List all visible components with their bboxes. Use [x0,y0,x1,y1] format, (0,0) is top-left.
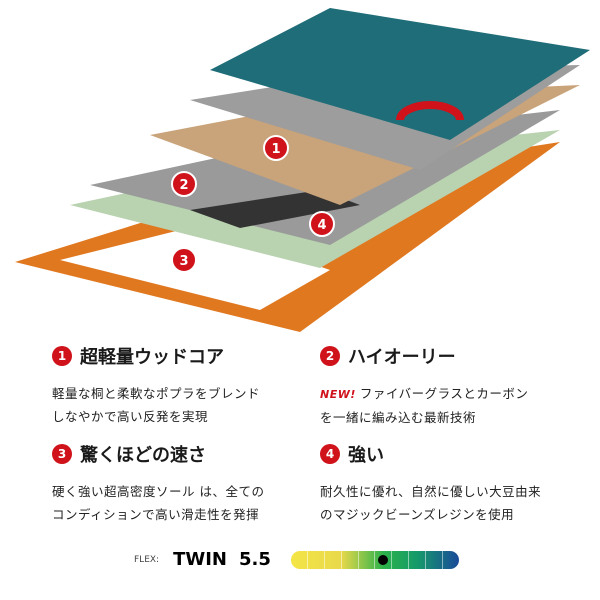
feature-desc-line: 耐久性に優れ、自然に優しい大豆由来 [320,484,542,499]
feature-desc-line: 硬く強い超高密度ソール は、全ての [52,484,265,499]
topsheet-red-logo [396,101,464,121]
marker-2: 2 [171,171,197,197]
feature-number-badge: 2 [320,346,340,366]
marker-1: 1 [263,135,289,161]
svg-text:4: 4 [317,218,326,233]
feature-title: 強い [348,445,384,466]
snowboard-layer-diagram: 1 2 3 4 [15,8,590,332]
feature-desc-line: ファイバーグラスとカーボン [359,386,529,401]
feature-strong: 4 強い 耐久性に優れ、自然に優しい大豆由来のマジックビーンズレジンを使用 [320,442,580,526]
feature-desc-line: コンディションで高い滑走性を発揮 [52,507,260,522]
flex-rating: FLEX: TWIN 5.5 [134,549,459,570]
new-badge: NEW! [320,388,356,401]
base-white-area [60,225,330,310]
flex-label: FLEX: [134,554,160,565]
feature-high-ollie: 2 ハイオーリー NEW!ファイバーグラスとカーボンを一緒に編み込む最新技術 [320,344,580,429]
flex-value: 5.5 [238,549,271,570]
svg-text:1: 1 [271,142,280,157]
feature-desc-line: を一緒に編み込む最新技術 [320,410,477,425]
feature-fast-base: 3 驚くほどの速さ 硬く強い超高密度ソール は、全てのコンディションで高い滑走性を… [52,442,312,526]
feature-number-badge: 1 [52,346,72,366]
feature-title: 驚くほどの速さ [80,445,206,466]
flex-scale-bar [290,550,459,569]
fiberglass-dark-stripes [190,190,360,228]
feature-desc-line: 軽量な桐と柔軟なポプラをブレンド [52,386,261,401]
feature-number-badge: 4 [320,444,340,464]
topsheet [210,8,590,140]
marker-3: 3 [171,247,197,273]
feature-wood-core: 1 超軽量ウッドコア 軽量な桐と柔軟なポプラをブレンドしなやかで高い反発を実現 [52,344,312,428]
svg-text:3: 3 [179,254,188,269]
flex-indicator-dot [378,554,389,565]
feature-desc-line: のマジックビーンズレジンを使用 [320,507,515,522]
feature-title: ハイオーリー [348,347,456,368]
feature-title: 超軽量ウッドコア [80,347,224,368]
feature-number-badge: 3 [52,444,72,464]
flex-shape: TWIN [173,549,227,570]
svg-text:2: 2 [179,178,188,193]
marker-4: 4 [309,211,335,237]
feature-desc-line: しなやかで高い反発を実現 [52,409,209,424]
